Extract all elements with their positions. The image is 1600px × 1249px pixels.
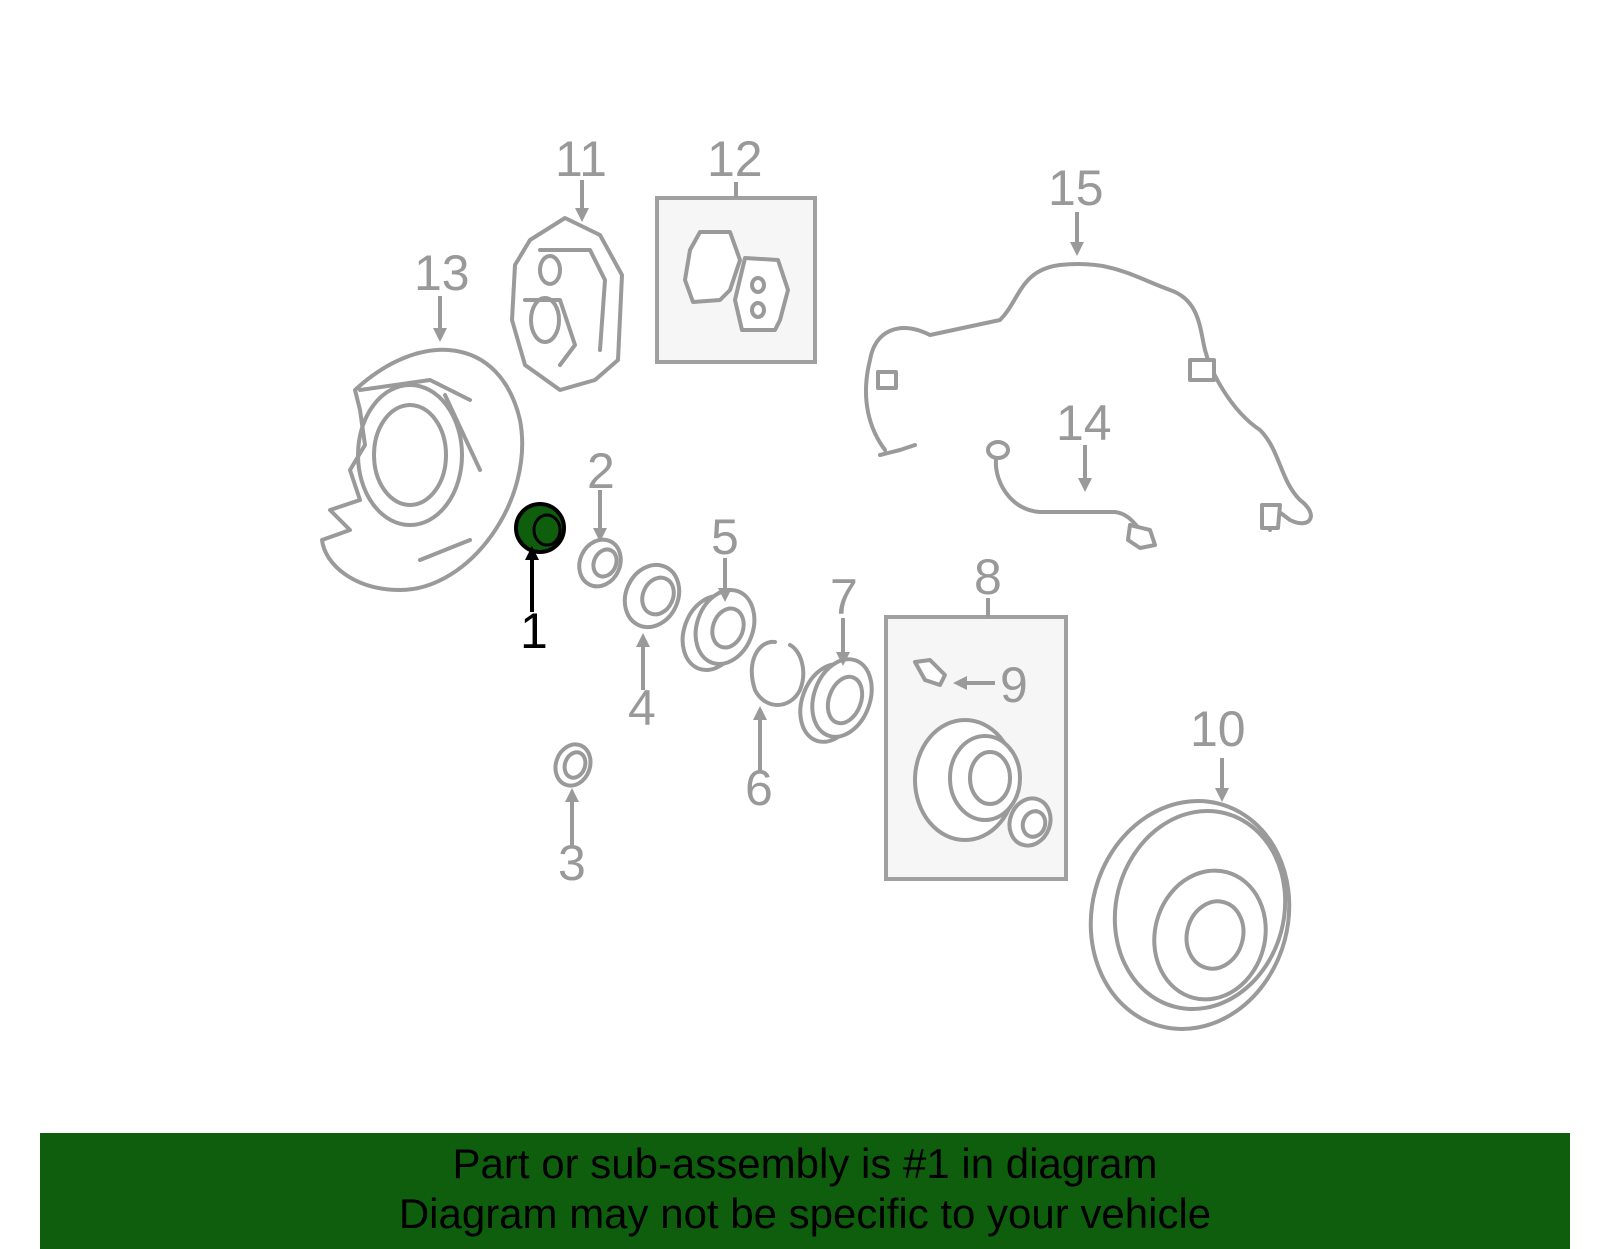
callout-7[interactable]: 7 bbox=[830, 569, 858, 625]
part-8-hub[interactable] bbox=[913, 718, 1057, 851]
part-1-seal[interactable] bbox=[514, 502, 566, 554]
part-2-ring[interactable] bbox=[572, 533, 629, 593]
callout-3[interactable]: 3 bbox=[558, 835, 586, 891]
banner-line-part-info: Part or sub-assembly is #1 in diagram bbox=[452, 1140, 1158, 1187]
part-13-dust-shield[interactable] bbox=[320, 347, 525, 592]
callout-5[interactable]: 5 bbox=[711, 509, 739, 565]
part-3-ring[interactable] bbox=[550, 739, 596, 790]
callout-9[interactable]: 9 bbox=[1000, 657, 1028, 713]
part-9-bolt[interactable] bbox=[913, 658, 947, 687]
part-12-brake-pads[interactable] bbox=[683, 230, 790, 332]
part-14-abs-sensor[interactable] bbox=[986, 440, 1157, 550]
part-4-bearing[interactable] bbox=[615, 556, 689, 636]
callout-4[interactable]: 4 bbox=[628, 680, 656, 736]
part-12-box bbox=[655, 196, 817, 364]
callout-8[interactable]: 8 bbox=[974, 549, 1002, 605]
callout-11[interactable]: 11 bbox=[555, 131, 607, 187]
callout-12[interactable]: 12 bbox=[707, 131, 763, 187]
leader-lines bbox=[433, 180, 1229, 845]
part-11-caliper[interactable] bbox=[510, 216, 624, 392]
callout-6[interactable]: 6 bbox=[745, 760, 773, 816]
callout-10[interactable]: 10 bbox=[1190, 701, 1246, 757]
part-6-snap-ring[interactable] bbox=[749, 639, 806, 707]
part-15-abs-wire[interactable] bbox=[863, 262, 1313, 532]
part-10-rotor[interactable] bbox=[1066, 779, 1315, 1052]
banner-line-disclaimer: Diagram may not be specific to your vehi… bbox=[398, 1190, 1212, 1237]
part-7-seal[interactable] bbox=[790, 651, 882, 750]
callout-2[interactable]: 2 bbox=[587, 443, 615, 499]
info-banner: Part or sub-assembly is #1 in diagram Di… bbox=[40, 1133, 1570, 1249]
callout-14[interactable]: 14 bbox=[1056, 395, 1112, 451]
callout-13[interactable]: 13 bbox=[414, 245, 470, 301]
callout-15[interactable]: 15 bbox=[1048, 160, 1104, 216]
callout-1[interactable]: 1 bbox=[520, 603, 548, 659]
